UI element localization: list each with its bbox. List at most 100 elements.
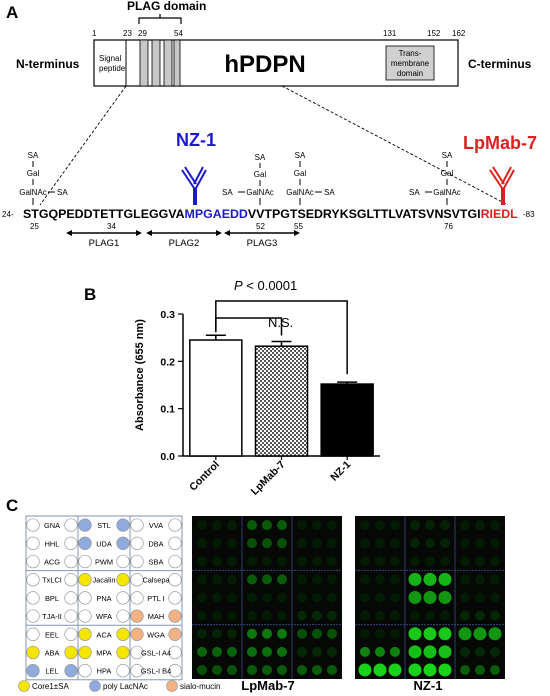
lectin-spot [26, 518, 40, 532]
array-spot [410, 538, 420, 549]
panel-b: B P < 0.0001 N.S. Absorbance (655 nm) 0.… [84, 278, 380, 498]
array-spot [460, 664, 470, 675]
position-numbers: 1 23 29 54 131 152 162 [92, 29, 466, 38]
array-spot [312, 610, 322, 621]
array-spot [247, 610, 257, 621]
array-spot [475, 556, 485, 567]
array-spot [375, 610, 385, 621]
y-tick-label: 0.0 [160, 451, 175, 463]
array-spot [460, 520, 470, 531]
array-spot [247, 574, 257, 585]
plag-arrows [66, 230, 300, 236]
pos-54: 54 [174, 29, 183, 38]
lectin-spot [130, 664, 144, 678]
lectin-spot [26, 591, 40, 605]
array-spot [197, 520, 207, 531]
lectin-name: STL [97, 521, 111, 530]
array-spot [212, 538, 222, 549]
lectin-spot [116, 536, 130, 550]
lectin-spot [168, 591, 182, 605]
lectin-spot [116, 573, 130, 587]
array-spot [262, 574, 272, 585]
lectin-spot [116, 518, 130, 532]
sequence: STGQPEDDTETTGLEGGVAMPGAEDDVVTPGTSEDRYKSG… [23, 207, 518, 221]
lectin-spot [78, 573, 92, 587]
array-spot [197, 556, 207, 567]
array-spot [360, 574, 370, 585]
array-spot [475, 538, 485, 549]
array-spot [375, 628, 385, 639]
array-spot [490, 574, 500, 585]
array-spot [262, 592, 272, 603]
lectin-spot [168, 573, 182, 587]
array-spot [297, 538, 307, 549]
array-spot [360, 610, 370, 621]
lectin-name: Jacalin [92, 576, 115, 585]
array-spot [460, 538, 470, 549]
panel-c-label: C [6, 496, 18, 515]
array-spot [408, 572, 422, 586]
site-52: 52 [256, 222, 265, 231]
glycan4-sa: SA [442, 151, 453, 160]
lectin-spot [64, 573, 78, 587]
lectin-spot [64, 591, 78, 605]
array-spot [440, 538, 450, 549]
lectin-spot [26, 664, 40, 678]
error-bar [205, 334, 226, 341]
ns-bracket [215, 317, 283, 336]
array-spot [262, 556, 272, 567]
array-spot [312, 538, 322, 549]
array-spot [277, 556, 287, 567]
lectin-spot [116, 627, 130, 641]
array-spot [262, 628, 272, 639]
lectin-name: ABA [45, 649, 60, 658]
lectin-name: PWM [95, 558, 113, 567]
array-spot [408, 627, 422, 641]
array-spot [438, 572, 452, 586]
tm-line2: membrane [391, 59, 430, 68]
panel-a-label: A [6, 3, 18, 22]
seq-part-1: STGQPEDDTETTGLEGGVA [23, 207, 185, 221]
array-spot [425, 610, 435, 621]
legend-swatch [166, 680, 178, 692]
array-spot [360, 538, 370, 549]
array-spot [312, 646, 322, 657]
c-terminus-label: C-terminus [468, 57, 532, 71]
lectin-spot [78, 609, 92, 623]
tm-line3: domain [397, 69, 423, 78]
lectin-spot [26, 554, 40, 569]
array-spot [262, 538, 272, 549]
p-rest: < 0.0001 [243, 278, 298, 293]
array-spot [327, 556, 337, 567]
lectin-name: ACG [44, 558, 60, 567]
array-spot [212, 610, 222, 621]
array-spot [423, 645, 437, 659]
plag-stripe-4 [173, 39, 181, 87]
array-spot [297, 664, 307, 675]
array-spot [247, 556, 257, 567]
lectin-name: MPA [96, 649, 112, 658]
array-spot [425, 556, 435, 567]
lectin-spot [78, 536, 92, 550]
array-spot [297, 556, 307, 567]
lectin-spot [26, 609, 40, 623]
array-spot [440, 610, 450, 621]
lectin-spot [64, 664, 78, 678]
array-spot [227, 664, 237, 675]
lpmab7-array-label: LpMab-7 [241, 678, 294, 693]
lectin-name: BPL [45, 594, 59, 603]
lpmab7-array-image [192, 516, 342, 679]
zoom-line-left [39, 85, 127, 206]
array-spot [375, 556, 385, 567]
lectin-spot [78, 591, 92, 605]
array-spot [227, 592, 237, 603]
array-spot [490, 610, 500, 621]
x-tick-label: LpMab-7 [249, 459, 288, 498]
array-spot [375, 538, 385, 549]
plag-domain-label: PLAG domain [127, 0, 206, 13]
array-spot [297, 628, 307, 639]
n-terminus-label: N-terminus [16, 57, 80, 71]
lectin-name: TxLCI [42, 576, 62, 585]
array-spot [475, 664, 485, 675]
